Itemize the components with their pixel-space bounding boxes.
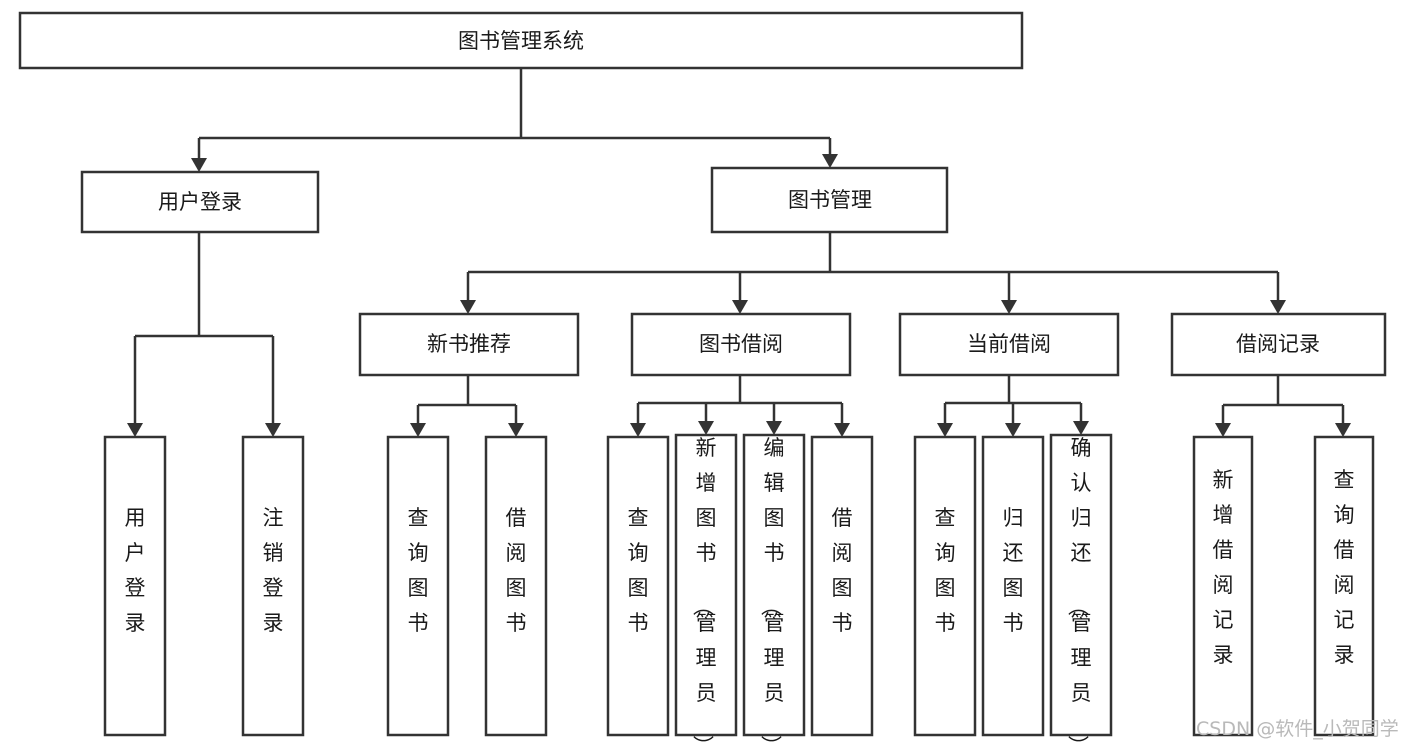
- node-leaf-return-book[interactable]: 归还图书: [981, 435, 1045, 737]
- arrow-bm-records: [1270, 300, 1286, 314]
- node-root-label: 图书管理系统: [458, 29, 584, 53]
- node-leaf-query-record-box[interactable]: [1313, 435, 1375, 737]
- node-bookmgmt-label: 图书管理: [788, 188, 872, 212]
- node-login-box[interactable]: [80, 170, 320, 234]
- node-leaf-query-book-2[interactable]: 查询图书: [606, 435, 670, 737]
- node-records-box[interactable]: [1170, 312, 1387, 377]
- arrow-br-l4: [834, 423, 850, 437]
- arrow-root-to-bookmgmt: [822, 154, 838, 168]
- node-current-label: 当前借阅: [967, 332, 1051, 356]
- arrow-cu-l3: [1073, 421, 1089, 435]
- node-newbook-box[interactable]: [358, 312, 580, 377]
- node-borrow[interactable]: 图书借阅: [630, 312, 852, 377]
- arrow-br-l3: [766, 421, 782, 435]
- node-leaf-return-book-label: 归还图书: [1003, 506, 1024, 635]
- node-leaf-borrow-book-2-box[interactable]: [810, 435, 874, 737]
- node-borrow-box[interactable]: [630, 312, 852, 377]
- node-leaf-query-book-3-box[interactable]: [913, 435, 977, 737]
- node-leaf-confirm-return-box[interactable]: [1049, 433, 1113, 737]
- node-leaf-confirm-return-label: 确认归还（管理员）: [1066, 436, 1092, 747]
- node-bookmgmt[interactable]: 图书管理: [710, 166, 949, 234]
- arrow-login-l1: [127, 423, 143, 437]
- node-leaf-user-logout-box[interactable]: [241, 435, 305, 737]
- node-leaf-query-book-2-box[interactable]: [606, 435, 670, 737]
- node-leaf-user-login-label: 用户登录: [125, 506, 146, 635]
- node-records[interactable]: 借阅记录: [1170, 312, 1387, 377]
- node-root-box[interactable]: [18, 11, 1024, 70]
- node-leaf-add-record-box[interactable]: [1192, 435, 1254, 737]
- node-leaf-return-book-box[interactable]: [981, 435, 1045, 737]
- node-leaf-user-logout-label: 注销登录: [263, 506, 284, 635]
- node-leaf-query-book-1-box[interactable]: [386, 435, 450, 737]
- node-leaf-query-book-2-label: 查询图书: [628, 506, 649, 635]
- node-leaf-borrow-book-1-label: 借阅图书: [506, 506, 527, 635]
- node-leaf-query-book-3[interactable]: 查询图书: [913, 435, 977, 737]
- node-leaf-query-book-3-label: 查询图书: [935, 506, 956, 635]
- csdn-watermark: CSDN @软件_小贺同学: [1196, 718, 1399, 740]
- arrow-br-l2: [698, 421, 714, 435]
- arrow-br-l1: [630, 423, 646, 437]
- node-leaf-query-book-1[interactable]: 查询图书: [386, 435, 450, 737]
- node-leaf-borrow-book-1-box[interactable]: [484, 435, 548, 737]
- node-bookmgmt-box[interactable]: [710, 166, 949, 234]
- node-newbook[interactable]: 新书推荐: [358, 312, 580, 377]
- connector-layer: [127, 68, 1351, 437]
- node-leaf-user-login-box[interactable]: [103, 435, 167, 737]
- node-leaf-edit-book[interactable]: 编辑图书（管理员）: [742, 433, 806, 747]
- arrow-root-to-login: [191, 158, 207, 172]
- node-leaf-add-book-label: 新增图书（管理员）: [691, 436, 717, 747]
- node-login[interactable]: 用户登录: [80, 170, 320, 234]
- arrow-login-l2: [265, 423, 281, 437]
- arrow-bm-newbook: [460, 300, 476, 314]
- node-leaf-add-record[interactable]: 新增借阅记录: [1192, 435, 1254, 737]
- arrow-rc-l1: [1215, 423, 1231, 437]
- node-leaf-borrow-book-2[interactable]: 借阅图书: [810, 435, 874, 737]
- node-leaf-user-logout[interactable]: 注销登录: [241, 435, 305, 737]
- arrow-rc-l2: [1335, 423, 1351, 437]
- node-leaf-edit-book-box[interactable]: [742, 433, 806, 737]
- node-leaf-query-book-1-label: 查询图书: [408, 506, 429, 635]
- node-login-label: 用户登录: [158, 190, 242, 214]
- arrow-cu-l2: [1005, 423, 1021, 437]
- node-leaf-confirm-return[interactable]: 确认归还（管理员）: [1049, 433, 1113, 747]
- node-leaf-edit-book-label: 编辑图书（管理员）: [759, 436, 785, 747]
- node-leaf-add-book-box[interactable]: [674, 433, 738, 737]
- node-leaf-query-record[interactable]: 查询借阅记录: [1313, 435, 1375, 737]
- arrow-bm-borrow: [732, 300, 748, 314]
- node-borrow-label: 图书借阅: [699, 332, 783, 356]
- node-newbook-label: 新书推荐: [427, 332, 511, 356]
- node-leaf-user-login[interactable]: 用户登录: [103, 435, 167, 737]
- node-records-label: 借阅记录: [1236, 332, 1320, 356]
- node-leaf-query-record-label: 查询借阅记录: [1334, 468, 1355, 667]
- node-leaf-add-record-label: 新增借阅记录: [1213, 468, 1234, 667]
- node-current[interactable]: 当前借阅: [898, 312, 1120, 377]
- arrow-nb-l1: [410, 423, 426, 437]
- node-root[interactable]: 图书管理系统: [18, 11, 1024, 70]
- arrow-bm-current: [1001, 300, 1017, 314]
- node-leaf-add-book[interactable]: 新增图书（管理员）: [674, 433, 738, 747]
- node-current-box[interactable]: [898, 312, 1120, 377]
- arrow-cu-l1: [937, 423, 953, 437]
- node-leaf-borrow-book-2-label: 借阅图书: [832, 506, 853, 635]
- node-leaf-borrow-book-1[interactable]: 借阅图书: [484, 435, 548, 737]
- arrow-nb-l2: [508, 423, 524, 437]
